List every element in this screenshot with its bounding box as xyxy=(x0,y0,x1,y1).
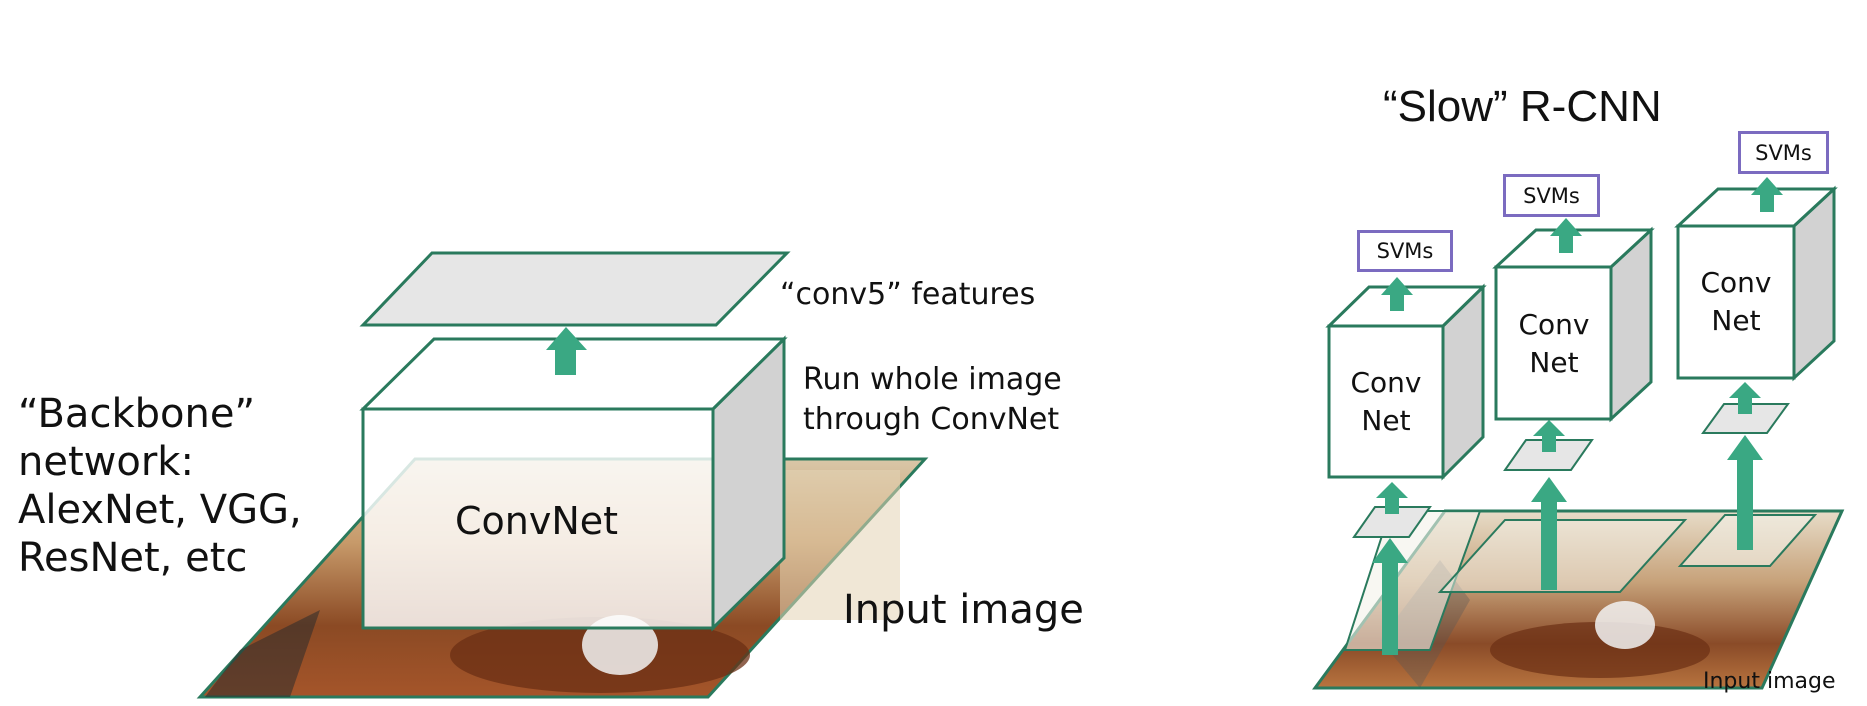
left-diagram xyxy=(196,251,929,699)
svm-box-2: SVMs xyxy=(1503,174,1600,217)
convnet-2-label: Conv Net xyxy=(1509,306,1599,382)
conv5-features-label: “conv5” features xyxy=(780,277,1036,312)
run-line-1: Run whole image xyxy=(803,362,1062,397)
backbone-label: “Backbone” network: AlexNet, VGG, ResNet… xyxy=(18,390,302,582)
svm-box-1: SVMs xyxy=(1357,230,1453,272)
convnet-3-label: Conv Net xyxy=(1691,264,1781,340)
convnet-1-line-1: Conv xyxy=(1350,366,1422,399)
convnet-cube-3 xyxy=(1674,185,1838,382)
svm-arrows xyxy=(1381,177,1783,311)
slow-rcnn-title: “Slow” R-CNN xyxy=(1383,82,1662,131)
conv5-features-plate xyxy=(359,251,791,327)
convnet-3-line-2: Net xyxy=(1711,303,1761,337)
backbone-line-1: “Backbone” xyxy=(18,391,256,437)
convnet-3-line-1: Conv xyxy=(1700,266,1772,299)
warped-crops xyxy=(1352,403,1790,538)
input-image-label-left: Input image xyxy=(843,587,1084,633)
convnet-2-line-1: Conv xyxy=(1518,308,1590,341)
convnet-label: ConvNet xyxy=(455,499,619,543)
backbone-line-2: network: xyxy=(18,439,194,485)
backbone-line-4: ResNet, etc xyxy=(18,535,248,581)
run-line-2: through ConvNet xyxy=(803,401,1060,437)
convnet-1-line-2: Net xyxy=(1361,403,1411,437)
convnet-cube-1 xyxy=(1325,283,1487,481)
input-image-plane-right xyxy=(1312,509,1845,690)
convnet-cube-2 xyxy=(1492,226,1655,423)
arrow-up-icon xyxy=(546,327,587,375)
convnet-cube xyxy=(359,335,788,632)
region-arrows xyxy=(1372,435,1763,655)
input-image-label-right: Input image xyxy=(1703,669,1836,694)
right-diagram xyxy=(1312,177,1845,690)
crop-arrows xyxy=(1376,382,1761,514)
convnet-1-label: Conv Net xyxy=(1341,364,1431,440)
backbone-line-3: AlexNet, VGG, xyxy=(18,487,302,533)
convnet-2-line-2: Net xyxy=(1529,345,1579,379)
run-whole-image-label: Run whole image through ConvNet xyxy=(803,360,1062,439)
svm-box-3: SVMs xyxy=(1738,131,1829,174)
